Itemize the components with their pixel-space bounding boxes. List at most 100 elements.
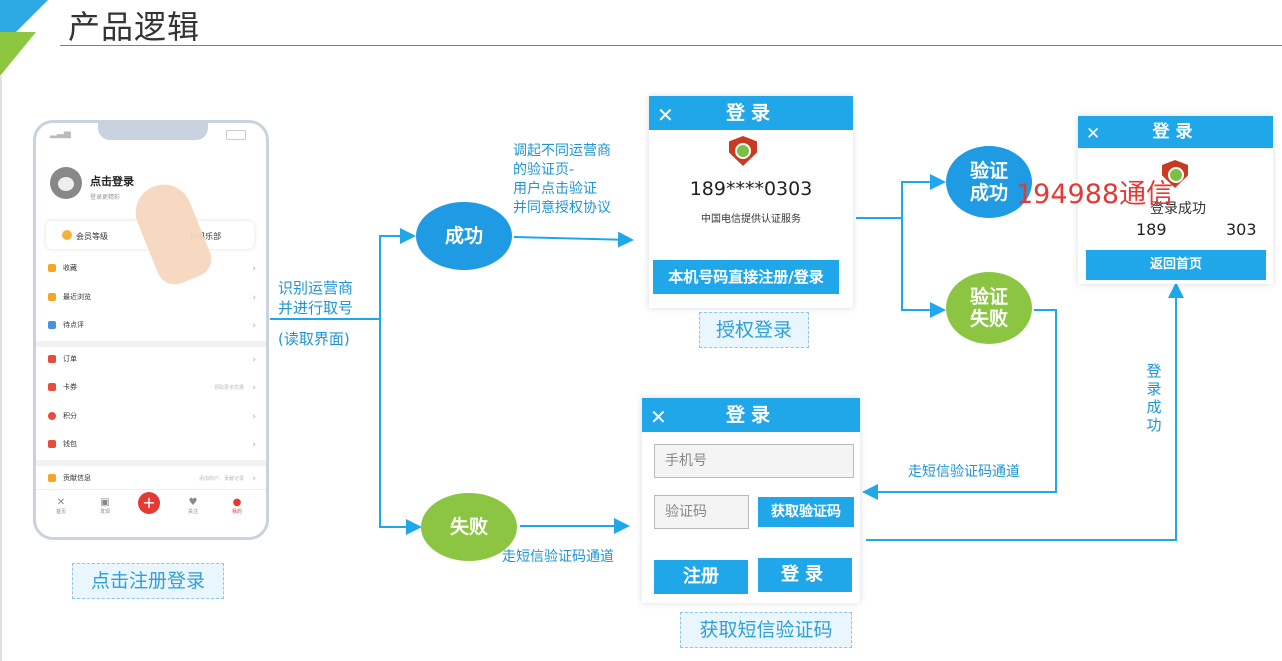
menu-hint: 添加商户、贡献记录 (198, 476, 244, 482)
menu-item-favorites[interactable]: 收藏› (48, 263, 256, 279)
discover-icon: ▣ (100, 497, 110, 508)
coupon-icon (48, 383, 56, 391)
avatar[interactable] (50, 167, 82, 199)
close-icon[interactable]: ✕ (657, 103, 674, 127)
menu-label: 卡券 (63, 383, 77, 391)
node-verify-success: 验证 成功 (946, 146, 1032, 218)
phone-mockup: ▂▃▅ 点击登录 登录更精彩 会员等级 IP俱乐部 收藏› 最近浏览› 待点评›… (33, 120, 269, 540)
auth-login-dialog: ✕ 登录 189****0303 中国电信提供认证服务 本机号码直接注册/登录 (649, 96, 853, 308)
identify-line2: 并进行取号 (278, 299, 354, 317)
nav-mine[interactable]: ●我的 (222, 497, 252, 515)
identify-line1: 识别运营商 (278, 279, 354, 297)
menu-item-review[interactable]: 待点评› (48, 320, 256, 336)
close-icon[interactable]: ✕ (650, 405, 667, 429)
login-button[interactable]: 登录 (758, 558, 852, 592)
menu-label: 钱包 (63, 440, 77, 448)
auth-dialog-title: 登录 (725, 102, 776, 124)
favorites-icon (48, 264, 56, 272)
connector-to-fail (379, 319, 422, 535)
get-code-button[interactable]: 获取验证码 (758, 497, 854, 527)
add-button[interactable]: + (138, 492, 160, 514)
sms-login-dialog: ✕ 登录 手机号 验证码 获取验证码 注册 登录 (642, 398, 860, 603)
menu-item-orders[interactable]: 订单 › (48, 354, 256, 370)
connector-verify-fail-to-sms (862, 309, 1057, 500)
verify-success-line: 成功 (969, 182, 1008, 204)
menu-separator (36, 460, 266, 466)
verify-fail-line: 失败 (969, 308, 1008, 330)
login-success-vertical-text: 登录成功 (1146, 362, 1162, 434)
chevron-right-icon: › (252, 355, 256, 365)
phone-input[interactable]: 手机号 (654, 444, 854, 478)
invoke-line: 用户点击验证 (513, 181, 597, 197)
menu-label: 待点评 (63, 321, 84, 329)
login-prompt[interactable]: 点击登录 (90, 175, 134, 188)
orders-icon (48, 355, 56, 363)
verify-success-line: 验证 (969, 160, 1008, 182)
phone-notch (98, 123, 208, 140)
header-divider (60, 45, 1282, 46)
connector-to-success (379, 228, 416, 319)
points-icon (48, 412, 56, 420)
sms-dialog-title: 登录 (725, 404, 776, 426)
node-verify-fail: 验证 失败 (946, 272, 1032, 344)
menu-item-recent[interactable]: 最近浏览 › (48, 292, 256, 308)
chevron-right-icon: › (252, 383, 256, 393)
menu-label: 贡献信息 (63, 474, 91, 482)
menu-hint: 领取更多优惠 (213, 385, 244, 391)
bottom-nav (36, 489, 266, 530)
menu-item-points[interactable]: 积分› (48, 411, 256, 427)
member-level-label: 会员等级 (76, 232, 108, 241)
shield-emblem (735, 143, 751, 159)
one-tap-login-button[interactable]: 本机号码直接注册/登录 (653, 260, 839, 294)
menu-label: 最近浏览 (63, 293, 91, 301)
menu-item-wallet[interactable]: 钱包 › (48, 439, 256, 455)
verify-fail-line: 验证 (969, 286, 1008, 308)
provider-text: 中国电信提供认证服务 (701, 214, 801, 225)
menu-item-contribute[interactable]: 贡献信息添加商户、贡献记录› (48, 473, 256, 489)
login-success-text: 登录成功 (1150, 201, 1206, 217)
menu-label: 收藏 (63, 264, 77, 272)
code-input[interactable]: 验证码 (654, 495, 749, 529)
menu-separator (36, 341, 266, 347)
watermark-text: 194988通信 (1016, 179, 1174, 210)
node-success: 成功 (416, 202, 512, 270)
connector-auth-to-verify-success (856, 174, 946, 219)
masked-phone: 189****0303 (689, 178, 813, 200)
sms-channel-text-bottom: 走短信验证码通道 (502, 549, 614, 565)
invoke-line: 并同意授权协议 (513, 200, 611, 216)
close-icon[interactable]: ✕ (1086, 124, 1101, 144)
connector-sms-to-success (866, 282, 1184, 541)
nav-discover[interactable]: ▣发现 (90, 497, 120, 515)
phone-prefix: 189 (1136, 220, 1167, 239)
left-edge-line (0, 76, 2, 661)
shield-emblem (1168, 167, 1184, 183)
invoke-verify-text: 调起不同运营商 的验证页- 用户点击验证 并同意授权协议 (513, 142, 611, 218)
nav-label: 发现 (99, 509, 110, 515)
user-icon: ● (232, 497, 242, 508)
nav-home[interactable]: ✕首页 (46, 497, 76, 515)
label-get-sms: 获取短信验证码 (680, 612, 852, 648)
nav-label: 我的 (231, 509, 242, 515)
menu-label: 订单 (63, 355, 77, 363)
nav-label: 首页 (55, 509, 66, 515)
label-auth-login: 授权登录 (699, 312, 809, 348)
nav-label: 关注 (187, 509, 198, 515)
club-label: IP俱乐部 (190, 232, 222, 241)
nav-follow[interactable]: ♥关注 (178, 497, 208, 515)
chevron-right-icon: › (252, 412, 256, 422)
success-dialog-title: 登录 (1152, 122, 1199, 142)
heart-icon: ♥ (188, 497, 198, 508)
label-click-register: 点击注册登录 (72, 563, 224, 599)
login-subtitle: 登录更精彩 (90, 194, 121, 201)
home-icon: ✕ (56, 497, 66, 508)
phone-suffix: 303 (1226, 220, 1257, 239)
register-button[interactable]: 注册 (654, 560, 748, 594)
chevron-right-icon: › (252, 440, 256, 450)
back-home-button[interactable]: 返回首页 (1086, 250, 1266, 280)
menu-item-coupons[interactable]: 卡券 领取更多优惠 › (48, 382, 256, 398)
signal-icon: ▂▃▅ (50, 129, 71, 139)
chevron-right-icon: › (252, 293, 256, 303)
medal-icon (62, 230, 72, 240)
node-fail: 失败 (421, 493, 517, 561)
